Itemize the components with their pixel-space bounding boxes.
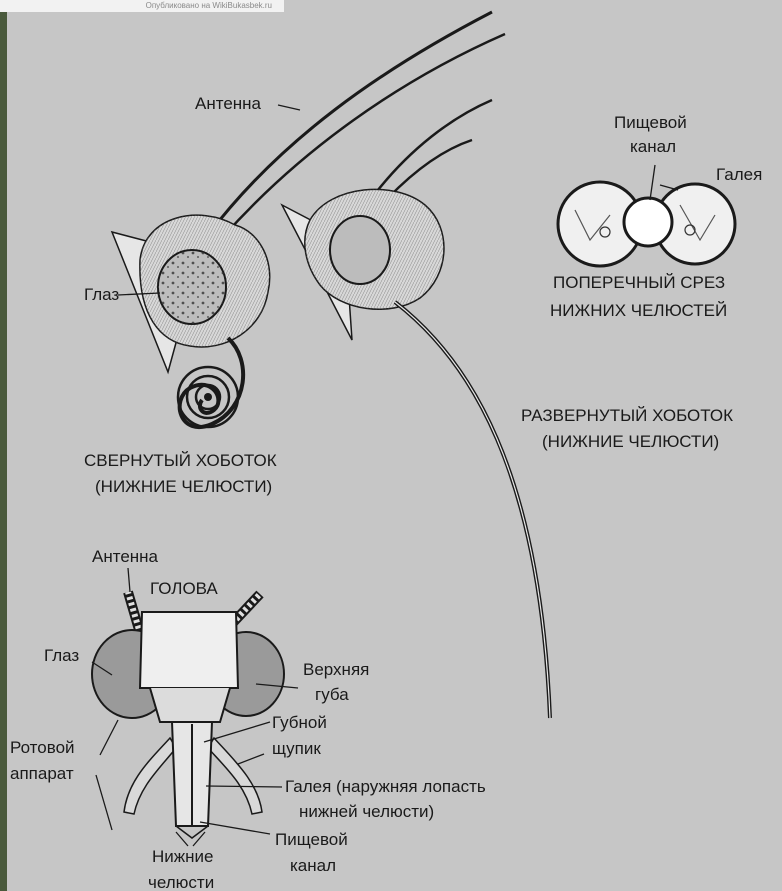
extended-head-drawing <box>282 100 550 718</box>
label-coiled-1: СВЕРНУТЫЙ ХОБОТОК <box>84 451 277 470</box>
label-antenna-top: Антенна <box>195 94 262 113</box>
label-coiled-2: (НИЖНИЕ ЧЕЛЮСТИ) <box>95 477 272 496</box>
label-galea-front-1: Галея (наружняя лопасть <box>285 777 486 796</box>
front-palp-right <box>208 738 262 814</box>
label-canal-front-1: Пищевой <box>275 830 348 849</box>
label-mouth-1: Ротовой <box>10 738 75 757</box>
label-lower-jaws-2: челюсти <box>148 873 214 891</box>
label-galea-top: Галея <box>716 165 762 184</box>
extended-head-antenna-2 <box>388 140 472 198</box>
front-head-drawing <box>92 592 284 838</box>
extended-proboscis <box>395 302 550 718</box>
label-canal-front-2: канал <box>290 856 336 875</box>
cross-section-canal <box>624 198 672 246</box>
label-cross-section-1: ПОПЕРЕЧНЫЙ СРЕЗ <box>553 273 725 292</box>
label-lower-jaws-1: Нижние <box>152 847 213 866</box>
label-palp-1: Губной <box>272 713 327 732</box>
label-eye-front: Глаз <box>44 646 79 665</box>
label-extended-2: (НИЖНИЕ ЧЕЛЮСТИ) <box>542 432 719 451</box>
cross-section-drawing <box>558 182 735 266</box>
label-food-canal-top-2: канал <box>630 137 676 156</box>
label-antenna-front: Антенна <box>92 547 159 566</box>
label-food-canal-top-1: Пищевой <box>614 113 687 132</box>
label-galea-front-2: нижней челюсти) <box>299 802 434 821</box>
label-upper-lip-2: губа <box>315 685 349 704</box>
front-palp-left <box>124 738 176 814</box>
label-cross-section-2: НИЖНИХ ЧЕЛЮСТЕЙ <box>550 301 727 320</box>
extended-head-antenna-1 <box>378 100 492 190</box>
front-head-capsule <box>140 612 238 688</box>
label-head: ГОЛОВА <box>150 579 218 598</box>
label-upper-lip-1: Верхняя <box>303 660 369 679</box>
label-extended-1: РАЗВЕРНУТЫЙ ХОБОТОК <box>521 406 733 425</box>
extended-head-eye <box>330 216 390 284</box>
label-mouth-2: аппарат <box>10 764 74 783</box>
label-eye-top: Глаз <box>84 285 119 304</box>
label-palp-2: щупик <box>272 739 321 758</box>
